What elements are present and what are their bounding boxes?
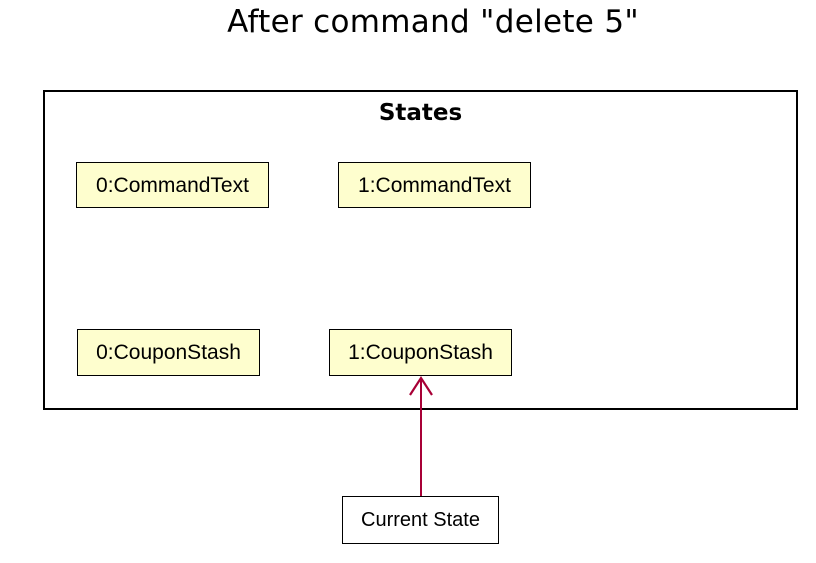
object-1-commandtext: 1:CommandText bbox=[338, 162, 531, 208]
object-0-couponstash: 0:CouponStash bbox=[77, 329, 260, 376]
states-frame-label: States bbox=[378, 100, 463, 126]
object-1-couponstash: 1:CouponStash bbox=[329, 329, 512, 376]
object-0-commandtext: 0:CommandText bbox=[76, 162, 269, 208]
diagram-title: After command "delete 5" bbox=[227, 4, 639, 40]
current-state-box: Current State bbox=[342, 496, 499, 544]
